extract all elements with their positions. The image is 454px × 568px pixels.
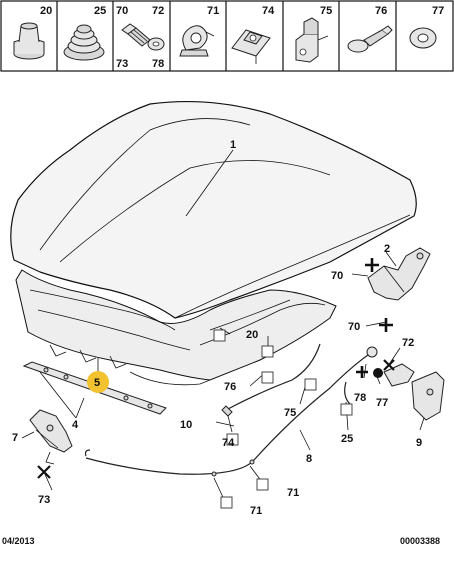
callout-73: 73	[38, 494, 50, 506]
ref-box-25	[340, 403, 353, 416]
header-num-74: 74	[262, 5, 275, 17]
header-cell-76: 76	[347, 5, 393, 53]
header-cell-77: 77	[409, 5, 444, 49]
grommet-icon	[63, 24, 105, 61]
footer-ref: 00003388	[400, 536, 440, 546]
ref-box-71-upper	[256, 478, 269, 491]
callout-9: 9	[416, 437, 422, 449]
header-cell-25: 25	[63, 5, 106, 61]
cross-marker-73	[37, 465, 51, 479]
washer-icon	[147, 37, 165, 51]
plus-marker-70-upper	[365, 258, 379, 272]
plus-marker-78	[356, 366, 368, 378]
callout-70-upper: 70	[331, 270, 343, 282]
header-num-20: 20	[40, 5, 52, 17]
rubber-buffer-icon	[13, 22, 45, 60]
bonnet-hinge	[367, 247, 431, 301]
cable-holder-icon	[231, 29, 271, 64]
header-cell-71: 71	[179, 5, 219, 57]
header-num-72: 72	[152, 5, 164, 17]
ref-box-75	[304, 378, 317, 391]
callout-4: 4	[72, 419, 79, 431]
ref-box-upper	[261, 345, 274, 358]
callout-10: 10	[180, 419, 192, 431]
cross-marker-72	[383, 359, 395, 371]
callout-7: 7	[12, 432, 18, 444]
plus-marker-70-lower	[379, 318, 393, 332]
header-num-25: 25	[94, 5, 106, 17]
callout-8: 8	[306, 453, 312, 465]
callout-70-lower: 70	[348, 321, 360, 333]
bonnet-lock	[29, 409, 73, 465]
header-num-76: 76	[375, 5, 387, 17]
callout-76: 76	[224, 381, 236, 393]
fastener-markers	[37, 258, 395, 479]
release-cables	[84, 343, 373, 475]
header-num-73: 73	[116, 58, 128, 70]
spring-clip-icon	[295, 17, 329, 63]
header-cell-20: 20	[13, 5, 52, 60]
callout-77: 77	[376, 397, 388, 409]
callout-75: 75	[284, 407, 296, 419]
highlight-circle	[87, 371, 109, 393]
footer: 04/2013 00003388	[2, 536, 440, 546]
callout-1: 1	[230, 139, 236, 151]
bonnet-outer-panel	[10, 100, 417, 319]
header-num-70: 70	[116, 5, 128, 17]
callout-25: 25	[341, 433, 353, 445]
push-rivet-icon	[347, 25, 393, 53]
header-num-71: 71	[207, 5, 219, 17]
reference-boxes	[213, 329, 353, 509]
callout-71-lower: 71	[250, 505, 262, 517]
callout-72: 72	[402, 337, 414, 349]
ref-box-76	[261, 371, 274, 384]
bonnet-inner-frame	[15, 269, 337, 386]
rod-holder	[383, 363, 415, 387]
cable-clip-icon	[179, 25, 215, 57]
callout-labels: 1 2 4 5 7 8 9 10 20 25 70 70 71 71 72 73…	[12, 139, 422, 517]
footer-date: 04/2013	[2, 536, 35, 546]
header-frame	[0, 0, 454, 72]
header-num-77: 77	[432, 5, 444, 17]
dot-marker-77	[373, 368, 383, 378]
cable-fittings	[211, 346, 378, 477]
header-cell-74: 74	[231, 5, 275, 64]
header-cell-75: 75	[295, 5, 332, 63]
bolt-icon	[121, 23, 151, 47]
header-num-75: 75	[320, 5, 332, 17]
callout-20: 20	[246, 329, 258, 341]
callout-78: 78	[354, 392, 366, 404]
callout-5: 5	[94, 377, 100, 389]
ref-box-74	[226, 433, 239, 446]
ref-box-71-lower	[220, 496, 233, 509]
header-num-78: 78	[152, 58, 164, 70]
flat-washer-icon	[409, 27, 437, 49]
callout-2: 2	[384, 243, 390, 255]
callout-71-upper: 71	[287, 487, 299, 499]
header-parts-row: 20 25 70 72 73 78	[0, 0, 454, 72]
ref-box-20	[213, 329, 226, 342]
callout-74: 74	[222, 437, 235, 449]
prop-bracket	[411, 371, 445, 421]
header-cell-70-72-73-78: 70 72 73 78	[116, 5, 165, 70]
